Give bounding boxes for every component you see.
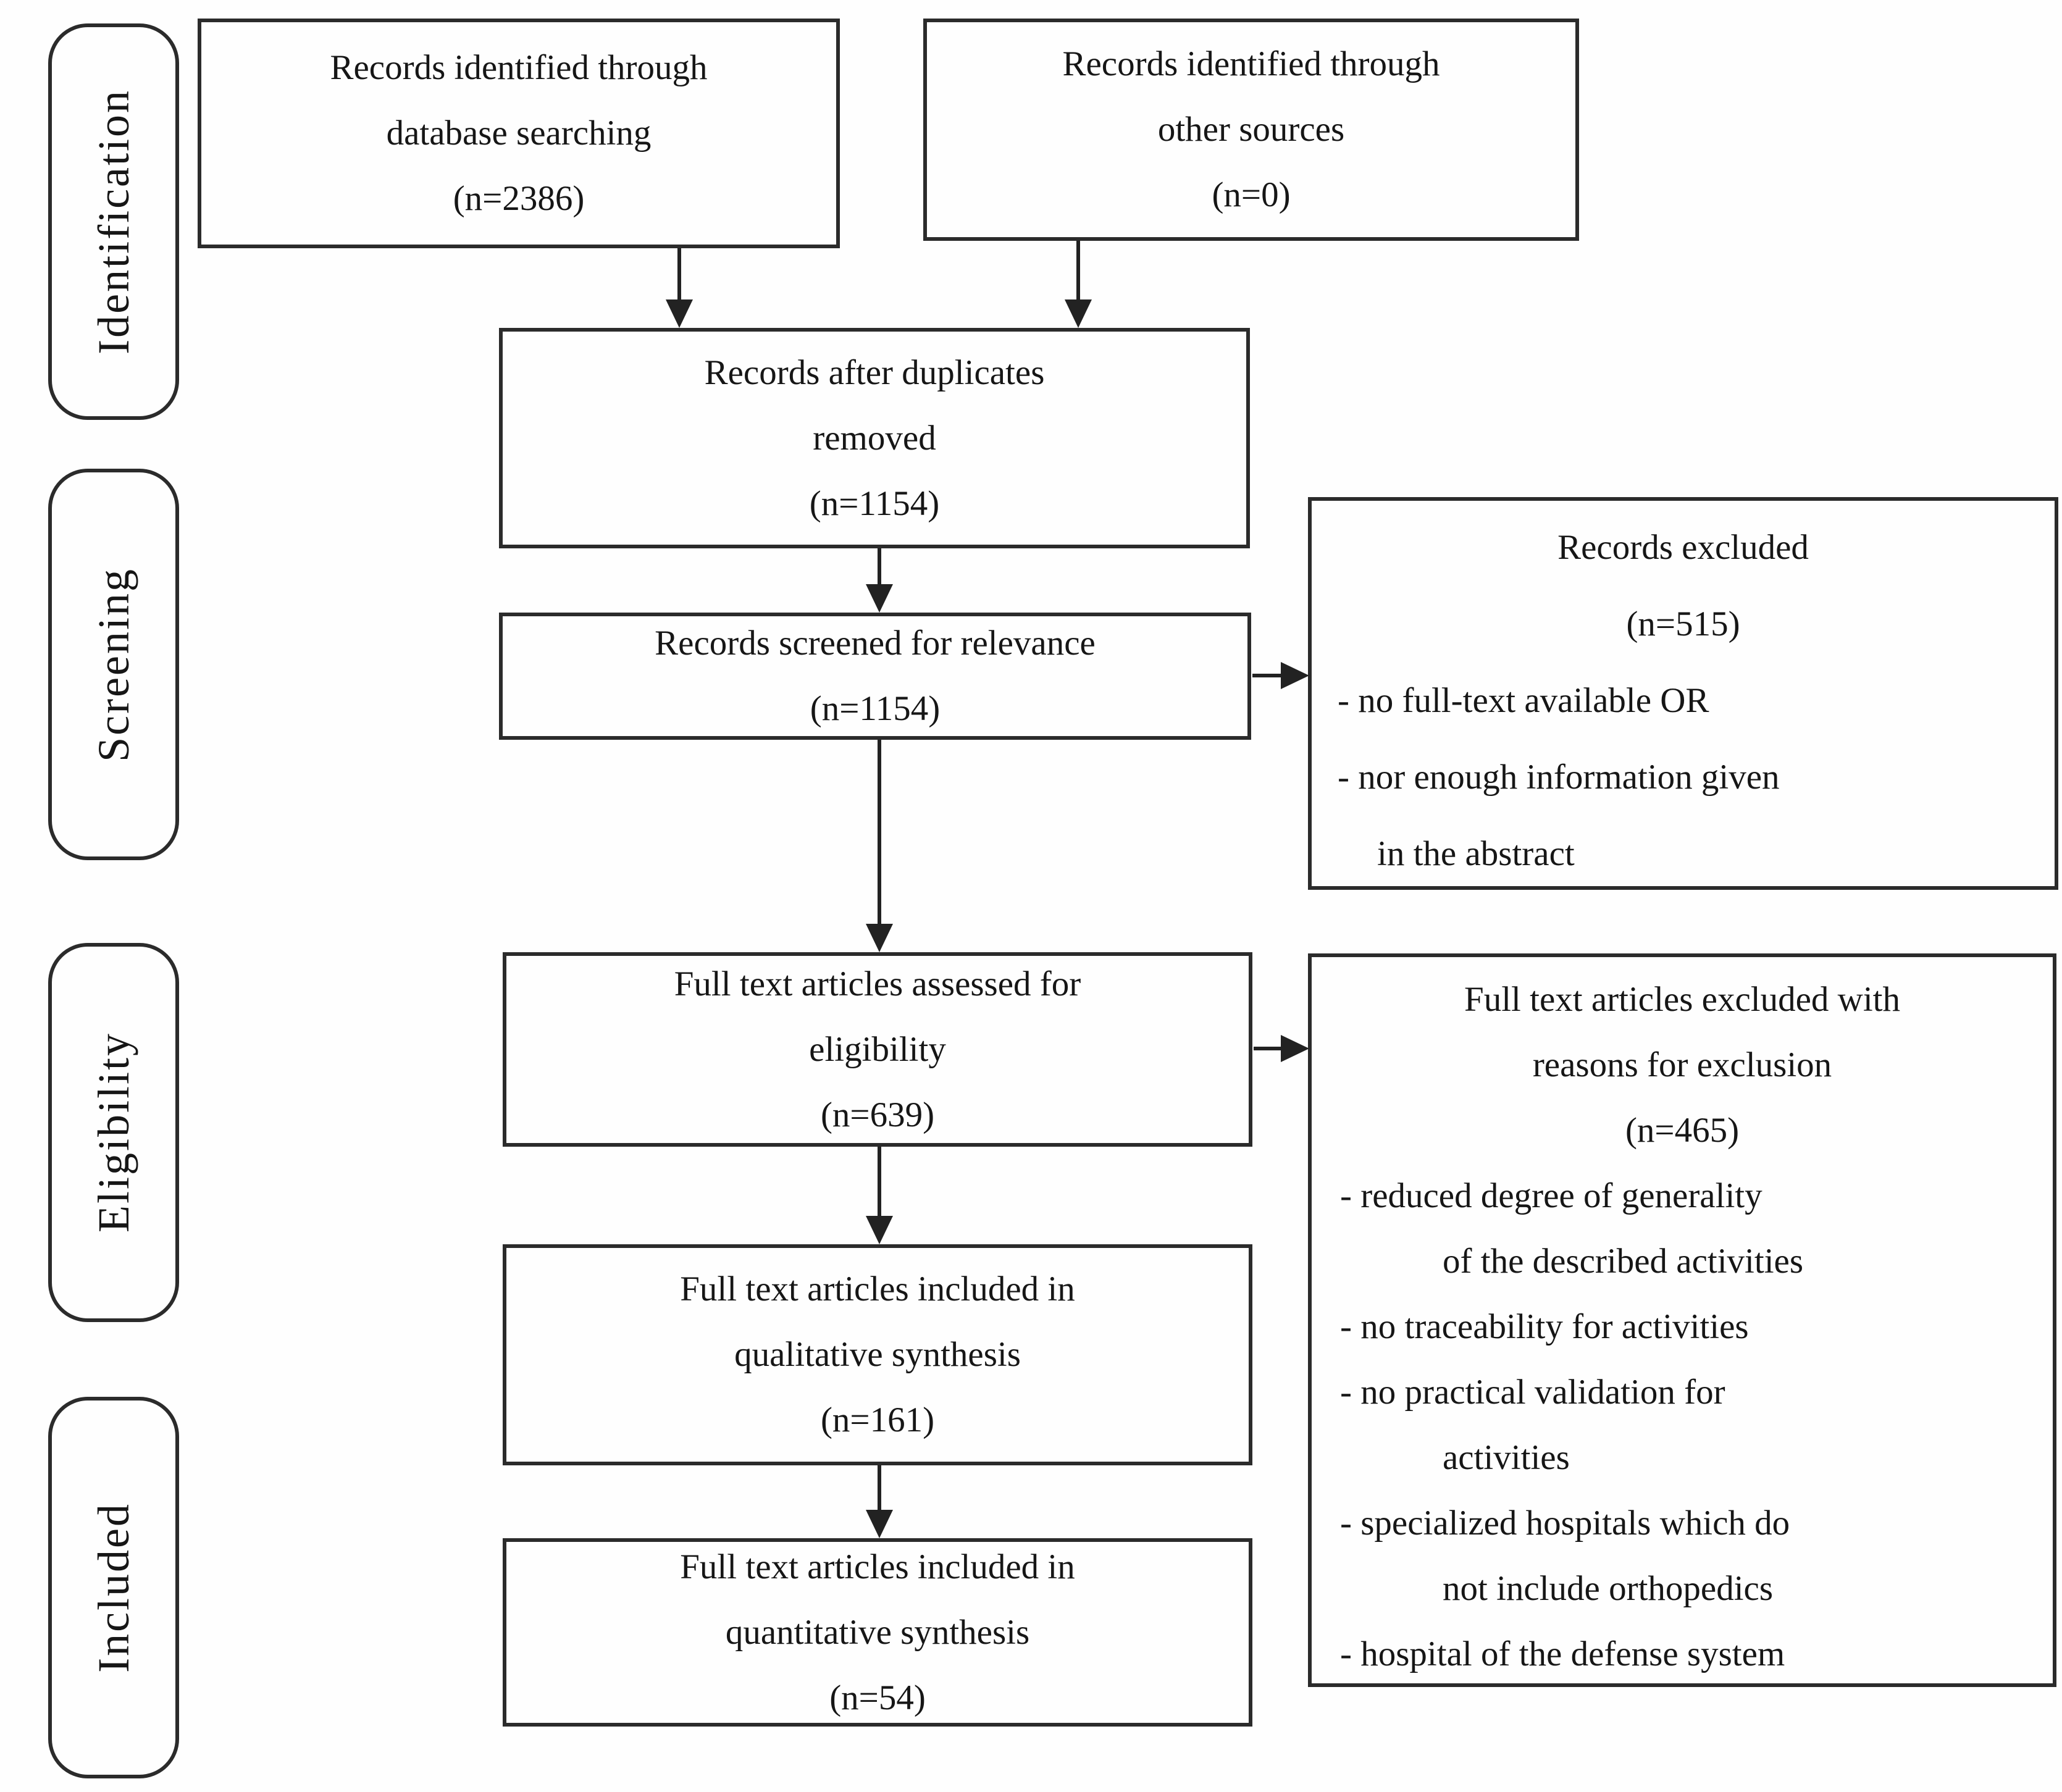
box-text-line: eligibility: [809, 1029, 946, 1069]
box-text-line: quantitative synthesis: [725, 1612, 1030, 1652]
box-count-line: (n=2386): [453, 179, 585, 218]
box-text-line: Records excluded: [1557, 528, 1809, 567]
box-text-line: qualitative synthesis: [734, 1335, 1021, 1374]
stage-label-eligibility: Eligibility: [48, 943, 179, 1322]
stage-label-eligibility-text: Eligibility: [88, 1032, 138, 1233]
arrow-database-search-to-duplicates: [666, 248, 693, 328]
box-included-quantitative-synthesis: Full text articles included in quantitat…: [503, 1538, 1252, 1727]
exclusion-reason-line: activities: [1443, 1438, 1570, 1477]
exclusion-reason-line: - hospital of the defense system: [1340, 1635, 1785, 1673]
box-count-line: (n=465): [1625, 1111, 1740, 1150]
arrow-duplicates-to-screened: [866, 548, 893, 613]
box-text-line: Records identified through: [1062, 44, 1440, 83]
box-text-line: Full text articles included in: [680, 1270, 1075, 1308]
stage-label-identification-text: Identification: [88, 89, 138, 354]
box-text-line: Records after duplicates: [704, 353, 1045, 392]
arrow-head-icon: [1065, 299, 1092, 328]
arrow-head-icon: [666, 299, 693, 328]
box-count-line: (n=639): [820, 1095, 935, 1134]
box-count-line: (n=161): [820, 1401, 935, 1439]
exclusion-reason-line: of the described activities: [1443, 1242, 1804, 1281]
arrow-qualitative-to-quantitative: [866, 1465, 893, 1538]
stage-label-identification: Identification: [48, 23, 179, 420]
stage-label-included: Included: [48, 1397, 179, 1778]
box-fulltext-assessed-for-eligibility: Full text articles assessed for eligibil…: [503, 952, 1252, 1147]
box-text-line: Records identified through: [330, 48, 708, 87]
stage-label-included-text: Included: [88, 1502, 138, 1673]
box-count-line: (n=1154): [810, 689, 941, 728]
box-records-identified-database: Records identified through database sear…: [198, 19, 840, 248]
exclusion-reason-line: - no full-text available OR: [1338, 681, 1709, 720]
box-text-line: database searching: [386, 114, 652, 153]
arrow-assessed-to-fulltext-excluded: [1254, 1035, 1309, 1062]
box-text-line: Full text articles assessed for: [674, 964, 1081, 1003]
arrow-head-icon: [1281, 1035, 1309, 1062]
arrow-other-sources-to-duplicates: [1065, 241, 1092, 328]
box-records-screened-for-relevance: Records screened for relevance (n=1154): [499, 613, 1251, 740]
arrow-assessed-to-qualitative: [866, 1147, 893, 1244]
arrow-screened-to-assessed: [866, 740, 893, 952]
arrow-screened-to-records-excluded: [1252, 662, 1309, 689]
box-records-after-duplicates-removed: Records after duplicates removed (n=1154…: [499, 328, 1250, 548]
exclusion-reason-line: - reduced degree of generality: [1340, 1176, 1762, 1215]
box-count-line: (n=0): [1212, 175, 1291, 214]
arrow-head-icon: [866, 924, 893, 952]
stage-label-screening-text: Screening: [88, 567, 138, 762]
box-text-line: other sources: [1157, 110, 1345, 149]
arrow-head-icon: [1281, 662, 1309, 689]
arrow-head-icon: [866, 1216, 893, 1244]
arrow-head-icon: [866, 584, 893, 613]
box-text-line: reasons for exclusion: [1532, 1045, 1832, 1084]
box-text-line: Full text articles included in: [680, 1547, 1075, 1586]
exclusion-reason-line: - no practical validation for: [1340, 1373, 1725, 1412]
exclusion-reason-line: - specialized hospitals which do: [1340, 1504, 1790, 1543]
box-count-line: (n=515): [1626, 605, 1740, 643]
box-text-line: removed: [813, 418, 936, 458]
box-included-qualitative-synthesis: Full text articles included in qualitati…: [503, 1244, 1252, 1465]
exclusion-reason-line: - no traceability for activities: [1340, 1307, 1749, 1346]
stage-label-screening: Screening: [48, 469, 179, 860]
exclusion-reason-line: - nor enough information given: [1338, 758, 1780, 797]
exclusion-reason-line: not include orthopedics: [1443, 1569, 1774, 1608]
box-count-line: (n=54): [829, 1678, 926, 1717]
box-text-line: Full text articles excluded with: [1464, 980, 1900, 1019]
box-text-line: Records screened for relevance: [655, 624, 1096, 663]
box-records-excluded: Records excluded (n=515) - no full-text …: [1308, 497, 2058, 890]
box-count-line: (n=1154): [809, 484, 940, 523]
box-fulltext-excluded-with-reasons: Full text articles excluded with reasons…: [1308, 953, 2056, 1687]
exclusion-reason-line: in the abstract: [1377, 834, 1575, 873]
box-records-identified-other-sources: Records identified through other sources…: [923, 19, 1579, 241]
